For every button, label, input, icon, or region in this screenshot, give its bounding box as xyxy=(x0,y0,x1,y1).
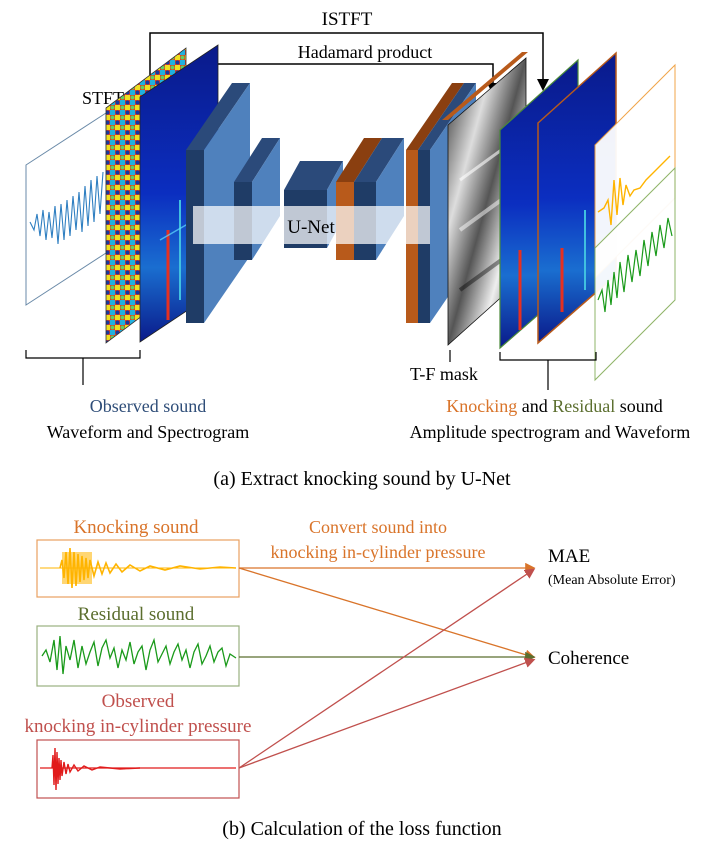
output-bracket xyxy=(499,352,597,390)
hadamard-label: Hadamard product xyxy=(298,42,432,62)
sound-word: sound xyxy=(615,396,663,416)
coherence-label: Coherence xyxy=(548,648,629,669)
mae-sub-label: (Mean Absolute Error) xyxy=(548,573,676,588)
residual-output-waveform xyxy=(597,217,673,313)
arrow-pressure-to-mae xyxy=(238,568,536,769)
tf-mask-label: T-F mask xyxy=(410,364,478,384)
observed-sub-label: Waveform and Spectrogram xyxy=(47,422,249,442)
observed-waveform-panel xyxy=(25,112,107,306)
convert-label-line2: knocking in-cylinder pressure xyxy=(271,542,486,562)
residual-waveform-panel xyxy=(594,166,676,382)
observed-waveform xyxy=(29,171,104,245)
observed-pressure-label-line2: knocking in-cylinder pressure xyxy=(25,716,252,737)
unet-label: U-Net xyxy=(287,217,335,238)
observed-pressure-waveform xyxy=(40,747,236,791)
residual-word: Residual xyxy=(552,396,615,416)
residual-sound-box xyxy=(36,625,240,687)
residual-sound-waveform xyxy=(41,635,237,675)
caption-a: (a) Extract knocking sound by U-Net xyxy=(213,468,511,490)
knocking-sound-label: Knocking sound xyxy=(73,517,199,538)
output-sound-label: Knocking and Residual sound xyxy=(415,396,686,416)
observed-bracket xyxy=(25,350,141,385)
arrow-knock-to-coherence xyxy=(238,567,536,660)
output-sub-label: Amplitude spectrogram and Waveform xyxy=(410,422,691,442)
part-a-diagram: ISTFT Hadamard product STFT xyxy=(25,9,691,490)
observed-sound-label: Observed sound xyxy=(90,396,206,416)
mae-label: MAE xyxy=(548,546,590,567)
residual-sound-label: Residual sound xyxy=(78,604,195,625)
istft-label: ISTFT xyxy=(322,9,373,30)
istft-connector xyxy=(149,32,549,95)
unet-banner xyxy=(193,206,430,244)
observed-pressure-box xyxy=(36,739,240,799)
caption-b: (b) Calculation of the loss function xyxy=(222,818,501,840)
observed-pressure-label-line1: Observed xyxy=(102,691,175,712)
convert-label-line1: Convert sound into xyxy=(309,517,447,537)
knocking-output-waveform xyxy=(597,155,671,226)
part-b-diagram: Knocking sound Residual sound Observed k… xyxy=(25,517,676,840)
and-word: and xyxy=(517,396,552,416)
knocking-word: Knocking xyxy=(446,396,517,416)
arrow-pressure-to-coherence xyxy=(238,657,536,769)
knocking-sound-waveform xyxy=(40,547,237,589)
unet-encoder-decoder xyxy=(186,83,476,323)
